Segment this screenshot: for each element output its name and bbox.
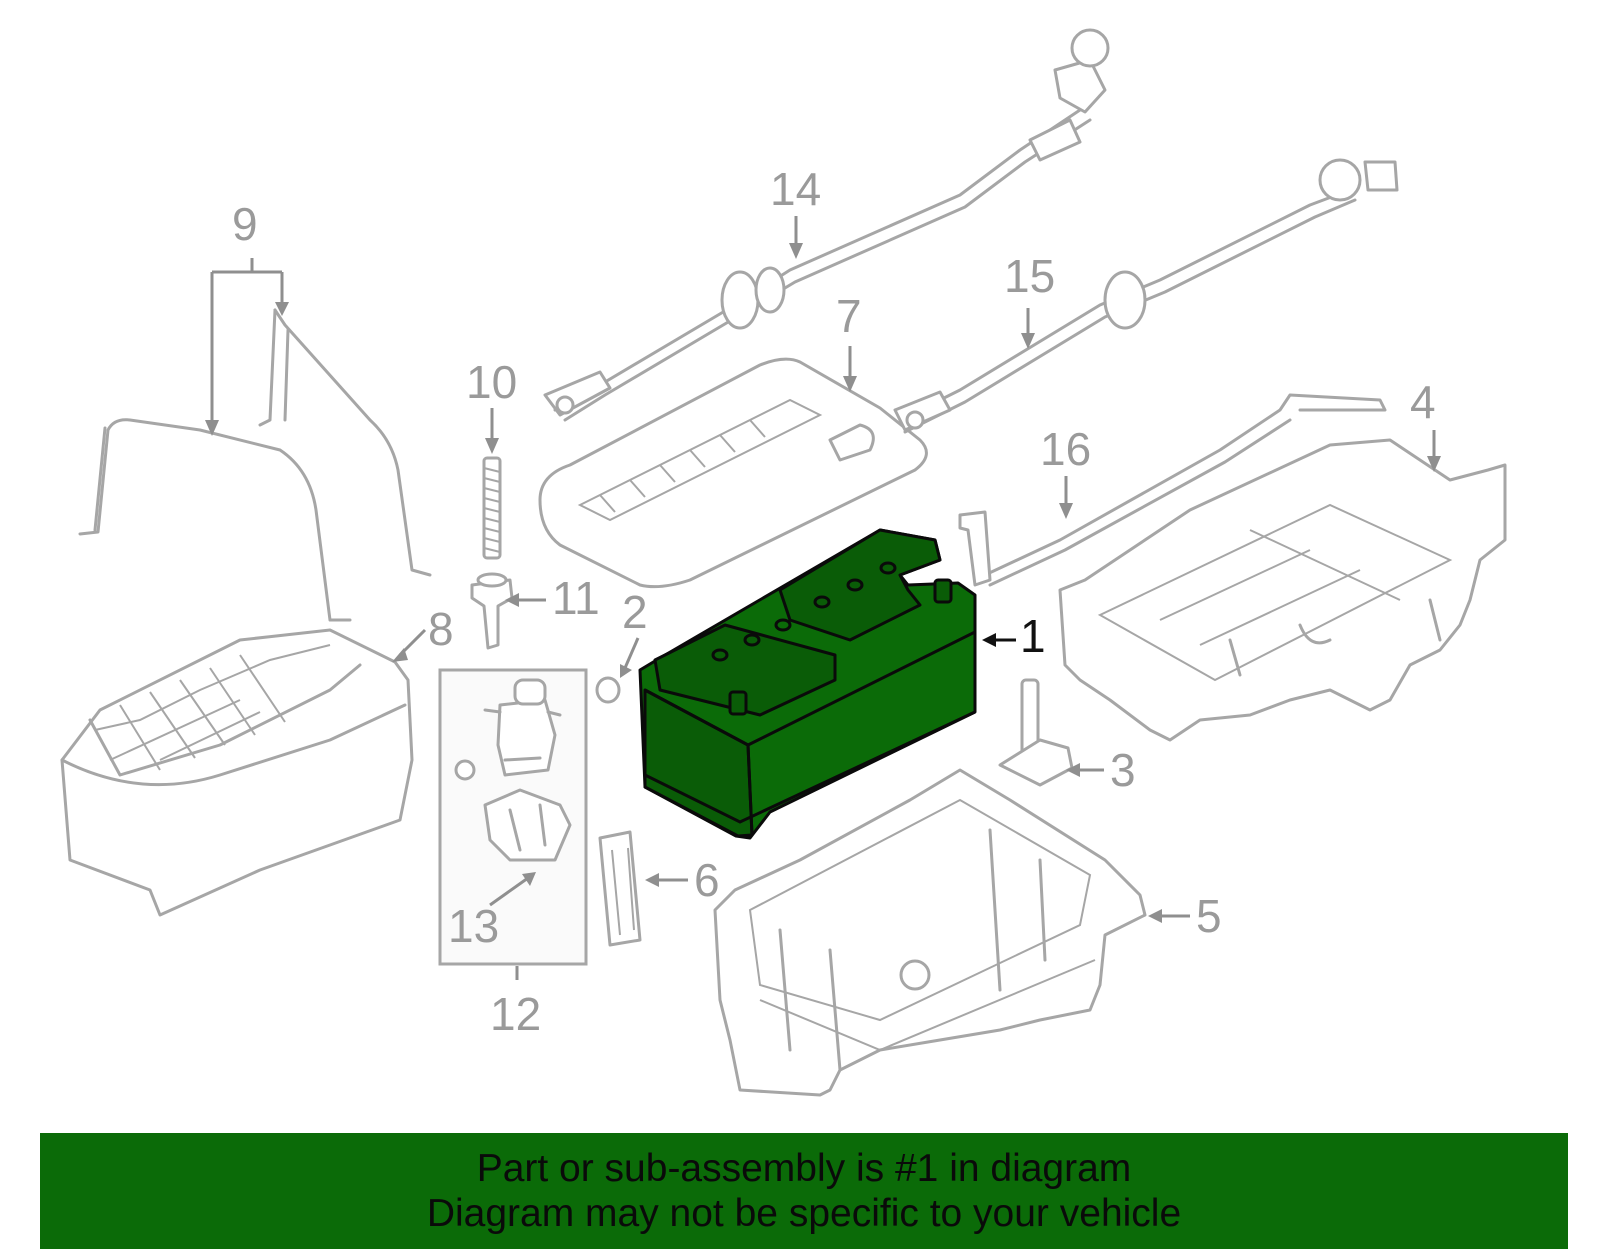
part-1-battery[interactable] [638, 528, 977, 840]
callout-6: 6 [694, 854, 720, 906]
callout-11: 11 [552, 572, 600, 624]
part-10-spring[interactable] [482, 456, 502, 560]
info-banner: Part or sub-assembly is #1 in diagram Di… [40, 1133, 1568, 1249]
part-16-cable[interactable] [958, 393, 1387, 587]
part-9-brackets[interactable] [78, 308, 432, 622]
part-6-strap[interactable] [598, 830, 642, 947]
part-7-upper-cover[interactable] [538, 357, 928, 589]
part-11-clip[interactable] [470, 572, 514, 650]
callout-16: 16 [1040, 423, 1091, 475]
callout-5: 5 [1196, 890, 1222, 942]
part-12-sensor-assembly[interactable] [438, 668, 588, 966]
callout-12: 12 [490, 988, 541, 1040]
part-15-cable[interactable] [893, 158, 1399, 434]
callout-10: 10 [466, 356, 517, 408]
part-8-battery-cover[interactable] [60, 628, 414, 917]
part-3-hold-down[interactable] [998, 678, 1074, 787]
banner-line-2: Diagram may not be specific to your vehi… [426, 1192, 1182, 1235]
part-5-battery-box[interactable] [713, 768, 1147, 1097]
part-4-battery-tray[interactable] [1058, 438, 1507, 742]
callout-1: 1 [1020, 610, 1046, 662]
callout-3: 3 [1110, 744, 1136, 796]
callout-8: 8 [428, 603, 454, 655]
callout-9: 9 [232, 198, 258, 250]
banner-line-1: Part or sub-assembly is #1 in diagram [476, 1147, 1132, 1190]
callout-4: 4 [1410, 376, 1436, 428]
part-2-nut[interactable] [595, 676, 621, 704]
callout-15: 15 [1004, 250, 1055, 302]
callout-14: 14 [770, 163, 821, 215]
callout-7: 7 [836, 290, 862, 342]
callout-13: 13 [448, 900, 499, 952]
callout-2: 2 [622, 586, 648, 638]
part-14-cable[interactable] [543, 28, 1110, 422]
